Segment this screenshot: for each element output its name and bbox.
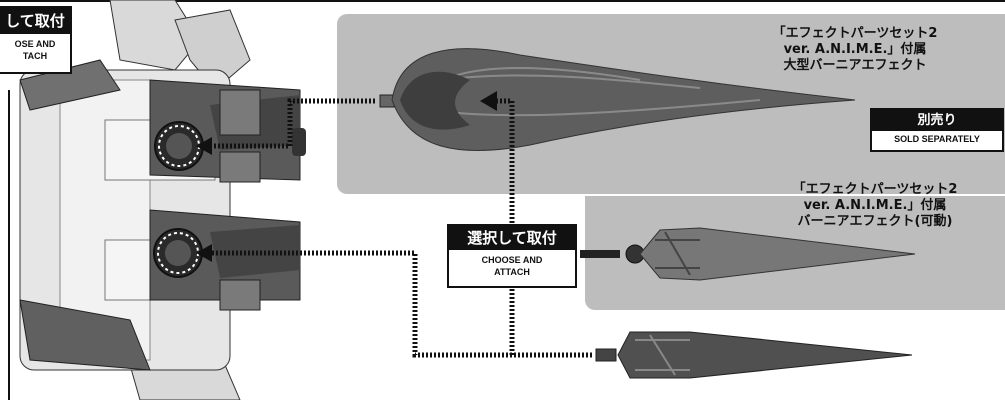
- caption-line: バーニアエフェクト(可動): [797, 214, 953, 229]
- caption-line: ver. A.N.I.M.E.」付属: [803, 198, 947, 213]
- caption-line: 大型バーニアエフェクト: [783, 58, 927, 73]
- badge-en-label: SOLD SEPARATELY: [894, 134, 980, 144]
- badge-en-line1: OSE AND: [14, 39, 56, 49]
- badge-jp-label: して取付: [0, 8, 70, 34]
- caption-line: 「エフェクトパーツセット2: [772, 26, 938, 41]
- movable-burnia-effect: [580, 227, 916, 281]
- badge-en-line2: ATTACH: [494, 267, 530, 277]
- alternate-burnia-effect: [595, 331, 913, 379]
- badge-en-line2: TACH: [22, 51, 48, 61]
- sold-separately-badge: 別売り SOLD SEPARATELY: [870, 108, 1004, 152]
- choose-attach-badge-center: 選択して取付 CHOOSE AND ATTACH: [447, 224, 577, 288]
- badge-jp-label: 別売り: [872, 110, 1002, 131]
- movable-burnia-caption: 「エフェクトパーツセット2 ver. A.N.I.M.E.」付属 バーニアエフェ…: [770, 182, 980, 230]
- large-burnia-effect: [379, 48, 856, 152]
- badge-en-line1: CHOOSE AND: [481, 255, 543, 265]
- arrowheads: [196, 91, 497, 262]
- choose-attach-badge-topleft: して取付 OSE AND TACH: [0, 6, 72, 74]
- mecha-backpack: [19, 0, 306, 400]
- caption-line: 「エフェクトパーツセット2: [792, 182, 958, 197]
- badge-jp-label: 選択して取付: [449, 226, 575, 250]
- large-burnia-caption: 「エフェクトパーツセット2 ver. A.N.I.M.E.」付属 大型バーニアエ…: [755, 26, 955, 74]
- caption-line: ver. A.N.I.M.E.」付属: [783, 42, 927, 57]
